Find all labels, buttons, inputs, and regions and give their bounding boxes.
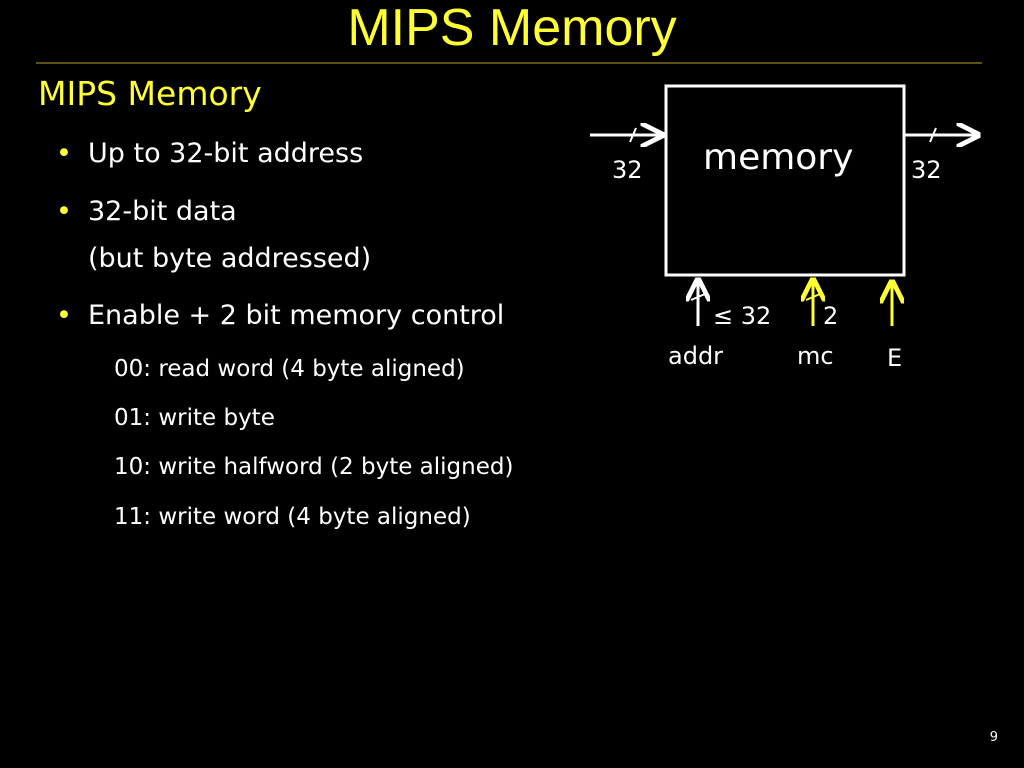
data-in-width-label: 32	[612, 156, 643, 184]
addr-width-label: ≤ 32	[713, 302, 772, 330]
memory-box	[664, 84, 906, 277]
bullet-item-continuation: (but byte addressed)	[88, 243, 372, 274]
mc-bus-slash	[805, 293, 821, 301]
data-out-width-label: 32	[911, 156, 942, 184]
data-out-bus-slash	[929, 127, 937, 143]
memory-box-label: memory	[703, 137, 854, 178]
bullet-marker: •	[56, 138, 72, 169]
title-divider	[36, 62, 982, 64]
addr-bus-slash	[690, 293, 706, 301]
addr-label: addr	[668, 342, 724, 370]
bullet-item: Up to 32-bit address	[88, 138, 364, 169]
sub-list-item: 00: read word (4 byte aligned)	[114, 356, 465, 382]
sub-list-item: 10: write halfword (2 byte aligned)	[114, 454, 514, 480]
sub-list-item: 01: write byte	[114, 405, 275, 431]
sub-list-item: 11: write word (4 byte aligned)	[114, 504, 471, 530]
bullet-item: Enable + 2 bit memory control	[88, 300, 505, 331]
data-in-bus-slash	[629, 127, 637, 143]
page-number: 9	[989, 730, 998, 745]
mc-width-label: 2	[823, 302, 839, 330]
bullet-marker: •	[56, 300, 72, 331]
bullet-marker: •	[56, 196, 72, 227]
section-heading: MIPS Memory	[38, 74, 262, 113]
enable-label: E	[887, 344, 903, 372]
mc-label: mc	[797, 342, 834, 370]
bullet-item: 32-bit data	[88, 196, 237, 227]
page-title: MIPS Memory	[347, 0, 677, 57]
